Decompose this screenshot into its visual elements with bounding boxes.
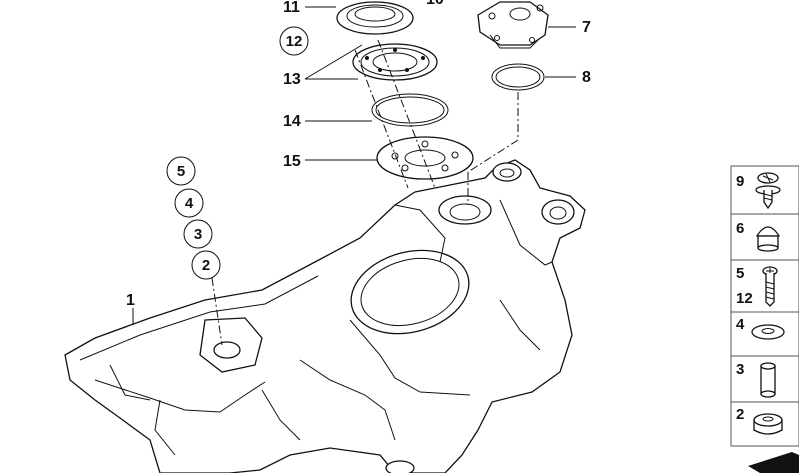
svg-text:4: 4 (736, 316, 745, 333)
side-item-5-12[interactable]: 5 12 (730, 259, 799, 313)
side-item-4[interactable]: 4 (730, 311, 799, 357)
side-parts-panel: 9 6 5 12 (730, 165, 799, 473)
svg-text:3: 3 (194, 226, 202, 243)
svg-text:12: 12 (736, 290, 753, 307)
svg-text:3: 3 (736, 361, 744, 378)
subframe-part[interactable] (64, 159, 586, 473)
svg-text:6: 6 (736, 220, 744, 237)
flange-plate-part-15[interactable] (376, 136, 474, 180)
callout-7: 7 (548, 19, 591, 36)
callout-14: 14 (283, 113, 372, 130)
callout-8: 8 (545, 69, 591, 86)
side-item-3[interactable]: 3 (730, 355, 799, 403)
svg-text:14: 14 (283, 113, 301, 130)
svg-text:10: 10 (426, 0, 444, 8)
callout-12: 12 (279, 26, 309, 56)
callout-10: 10 (426, 0, 444, 8)
side-item-6[interactable]: 6 (730, 213, 799, 261)
bolt-icon (762, 266, 778, 307)
side-item-9[interactable]: 9 (730, 165, 799, 215)
svg-text:8: 8 (582, 69, 591, 86)
flange-ring-part-13[interactable] (352, 43, 438, 81)
svg-text:9: 9 (736, 173, 744, 190)
cap-icon (755, 226, 781, 252)
svg-text:7: 7 (582, 19, 591, 36)
o-ring-part-14[interactable] (371, 93, 449, 127)
side-item-2[interactable]: 2 (730, 401, 799, 447)
svg-text:11: 11 (283, 0, 300, 16)
callout-1: 1 (126, 292, 135, 325)
svg-text:2: 2 (736, 406, 744, 423)
callout-15: 15 (283, 153, 378, 170)
svg-text:4: 4 (185, 195, 194, 212)
svg-text:15: 15 (283, 153, 301, 170)
svg-text:13: 13 (283, 71, 301, 88)
sleeve-icon (760, 362, 776, 398)
bracket-part-7[interactable] (477, 1, 549, 49)
washer-icon (751, 324, 785, 340)
grommet-icon (753, 413, 783, 435)
ring-part-8[interactable] (491, 63, 545, 91)
callout-4: 4 (174, 188, 204, 218)
svg-text:5: 5 (736, 265, 744, 282)
callout-3: 3 (183, 219, 213, 249)
screw-washer-icon (755, 172, 781, 210)
svg-text:2: 2 (202, 257, 210, 274)
callout-2: 2 (191, 250, 221, 280)
arrow-icon (748, 452, 799, 473)
callout-13: 13 (283, 44, 363, 88)
svg-text:12: 12 (286, 33, 303, 50)
mount-part-11[interactable] (336, 1, 414, 35)
svg-text:5: 5 (177, 163, 185, 180)
svg-text:1: 1 (126, 292, 135, 309)
callout-5: 5 (166, 156, 196, 186)
callout-11: 11 (283, 0, 336, 16)
